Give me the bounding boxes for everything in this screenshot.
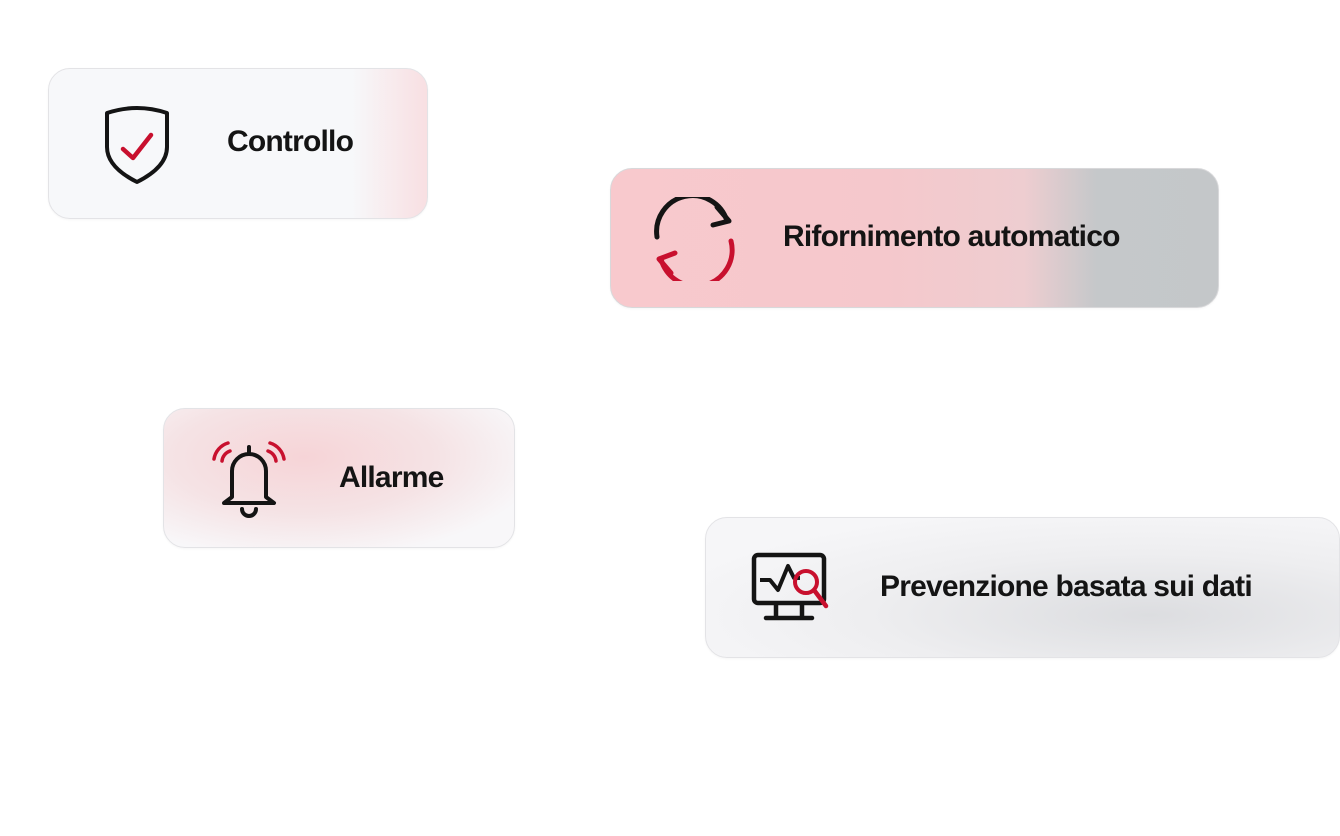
- feature-card-allarme: Allarme: [163, 408, 515, 548]
- card-label: Prevenzione basata sui dati: [880, 570, 1253, 603]
- feature-card-prevenzione: Prevenzione basata sui dati: [705, 517, 1340, 658]
- card-label: Rifornimento automatico: [783, 220, 1120, 253]
- shield-check-icon: [105, 106, 169, 184]
- feature-card-controllo: Controllo: [48, 68, 428, 219]
- monitor-search-icon: [751, 552, 829, 621]
- bell-alarm-icon: [212, 441, 286, 518]
- card-label: Controllo: [227, 125, 354, 158]
- card-label: Allarme: [339, 461, 444, 494]
- feature-card-rifornimento: Rifornimento automatico: [610, 168, 1219, 308]
- refresh-icon: [654, 197, 735, 281]
